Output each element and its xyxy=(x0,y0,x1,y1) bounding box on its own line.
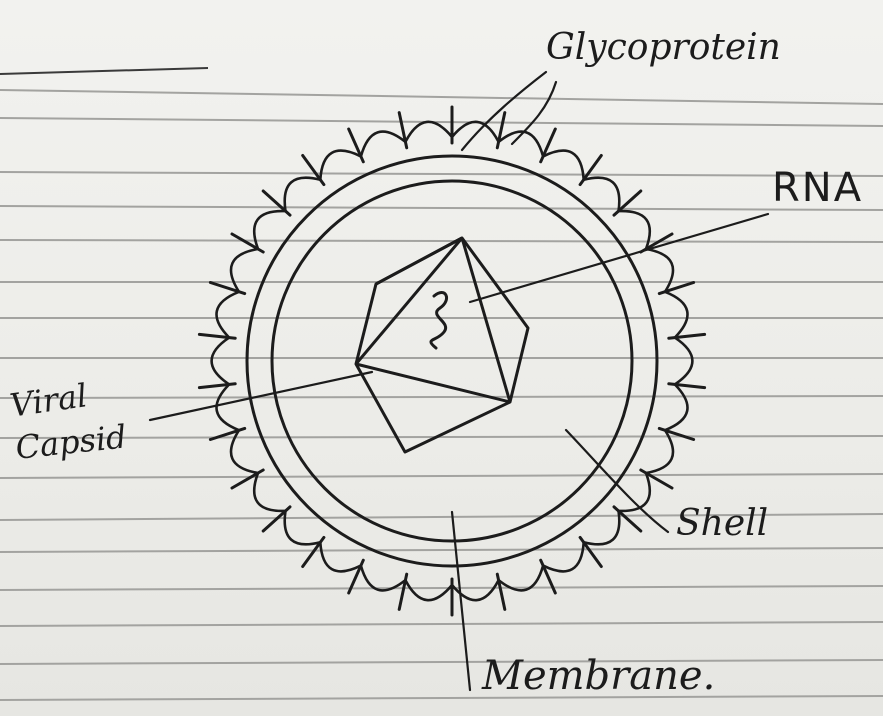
glycoprotein-spikes xyxy=(199,107,704,615)
label-membrane: Membrane. xyxy=(482,656,715,696)
glycoprotein-envelope xyxy=(212,122,693,600)
rna-strand xyxy=(431,293,447,348)
ruled-line xyxy=(0,206,883,210)
label-viral: Viral xyxy=(8,379,89,421)
ruled-line xyxy=(0,586,883,590)
membrane-inner-ring xyxy=(272,181,632,541)
ruled-line xyxy=(0,696,883,700)
ruled-line xyxy=(0,436,883,438)
label-glycoprotein: Glycoprotein xyxy=(546,30,781,66)
label-rna: RNA xyxy=(772,168,863,208)
membrane-outer-ring xyxy=(247,156,657,566)
leader-lines xyxy=(150,72,768,690)
ruled-line xyxy=(0,118,883,126)
ruled-line xyxy=(0,396,883,398)
ruled-line xyxy=(0,474,883,478)
label-shell: Shell xyxy=(676,506,768,542)
ruled-line xyxy=(0,660,883,664)
ruled-line xyxy=(0,548,883,552)
margin-stroke xyxy=(0,68,208,74)
ruled-line xyxy=(0,240,883,242)
ruled-line xyxy=(0,90,883,104)
viral-capsid xyxy=(356,238,528,452)
ruled-line xyxy=(0,622,883,626)
ruled-line xyxy=(0,172,883,176)
